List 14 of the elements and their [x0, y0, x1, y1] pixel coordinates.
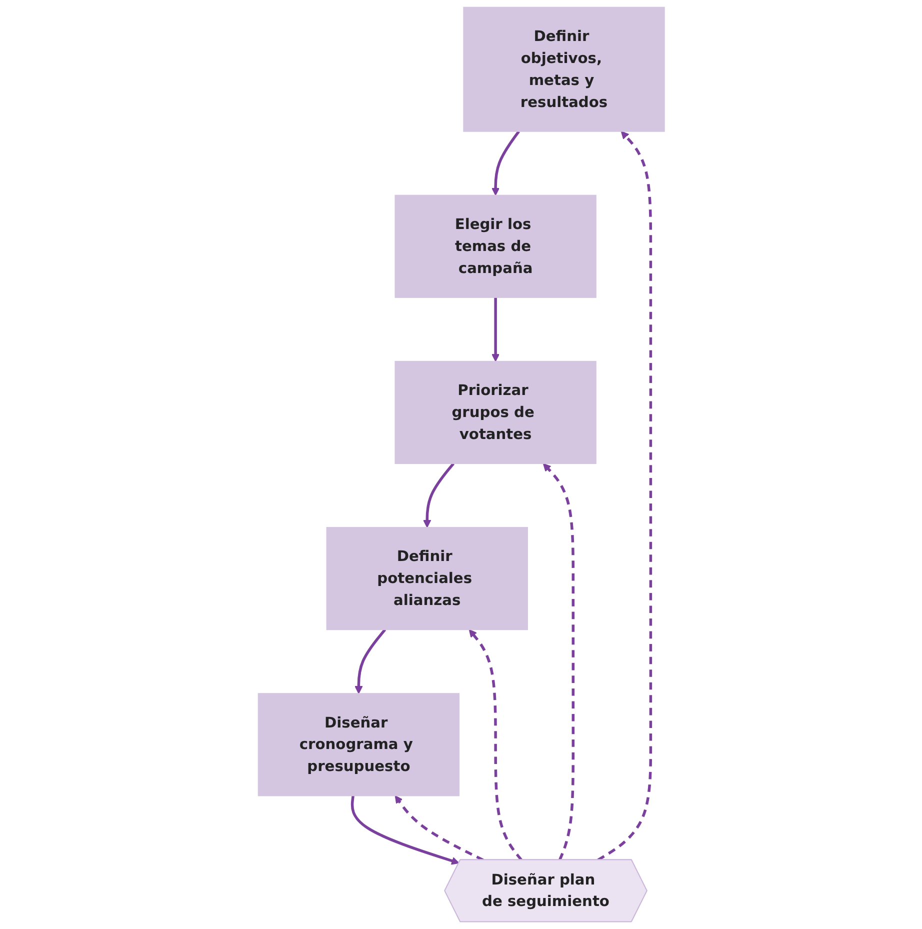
arrow	[468, 629, 522, 861]
node-box: Elegir los temas de campaña	[394, 194, 596, 298]
node-box: Diseñar cronograma y presupuesto	[258, 693, 460, 796]
arrow	[491, 298, 500, 362]
arrow	[542, 463, 574, 861]
arrow	[596, 131, 652, 862]
node-box: Definir objetivos, metas y resultados	[462, 6, 664, 132]
node-box: Definir potenciales alianzas	[326, 527, 528, 630]
arrow	[422, 462, 454, 528]
arrow	[491, 130, 520, 196]
node-box: Priorizar grupos de votantes	[394, 360, 596, 464]
arrow	[354, 628, 386, 694]
arrow	[350, 796, 460, 865]
arrow	[394, 795, 484, 862]
